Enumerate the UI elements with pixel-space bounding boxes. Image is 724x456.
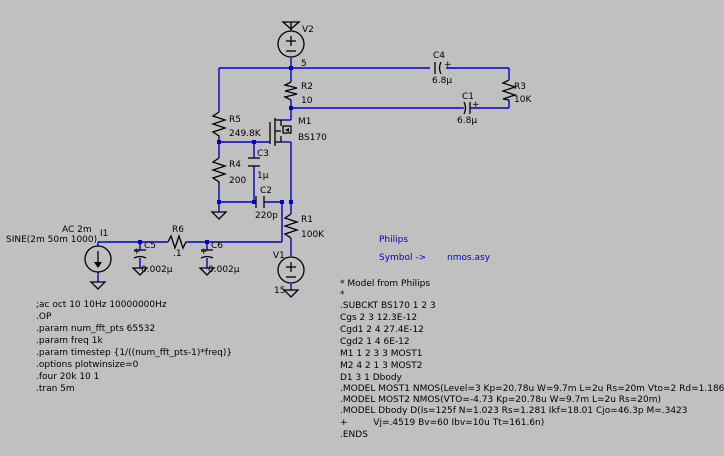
ground-r4 xyxy=(210,211,228,220)
m1-name: M1 xyxy=(298,117,312,127)
symbol-label: Symbol -> xyxy=(379,253,426,263)
r2-resistor[interactable] xyxy=(283,81,298,101)
model-line: Cgd2 1 4 6E-12 xyxy=(340,337,410,347)
model-line: * Model from Philips xyxy=(340,279,430,289)
i1-ac: AC 2m xyxy=(62,225,92,235)
spice-directives[interactable]: ;ac oct 10 10Hz 10000000Hz .OP .param nu… xyxy=(36,300,232,394)
model-line: Cgs 2 3 12.3E-12 xyxy=(340,313,417,323)
m1-value: BS170 xyxy=(298,133,327,143)
c2-name: C2 xyxy=(260,186,272,196)
r1-value: 100K xyxy=(301,230,325,240)
r5-name: R5 xyxy=(229,115,241,125)
r5-value: 249.8K xyxy=(229,129,262,139)
c5-name: C5 xyxy=(144,241,156,251)
v1-name: V1 xyxy=(273,251,285,261)
i1-current-source[interactable] xyxy=(84,245,112,290)
r3-resistor[interactable] xyxy=(500,79,518,101)
c3-name: C3 xyxy=(257,149,269,159)
v2-name: V2 xyxy=(302,25,314,35)
model-line: .ENDS xyxy=(340,430,368,440)
r5-resistor[interactable] xyxy=(210,111,228,140)
directive-line: .param timestep {1/((num_fft_pts-1)*freq… xyxy=(36,348,232,358)
model-line: Cgd1 2 4 27.4E-12 xyxy=(340,325,424,335)
v2-source[interactable] xyxy=(277,21,305,58)
directive-line: .options plotwinsize=0 xyxy=(36,360,139,370)
c1-value: 6.8μ xyxy=(457,116,477,126)
directive-line: .param freq 1k xyxy=(36,336,103,346)
v1-value: 15 xyxy=(274,286,285,296)
directive-line: .param num_fft_pts 65532 xyxy=(36,324,155,334)
r4-name: R4 xyxy=(229,160,241,170)
junction-dots xyxy=(138,66,293,244)
c4-value: 6.8μ xyxy=(432,76,452,86)
model-line: M1 1 2 3 3 MOST1 xyxy=(340,349,423,359)
net-label: 5 xyxy=(301,59,307,69)
r1-resistor[interactable] xyxy=(282,213,300,239)
model-line: .MODEL Dbody D(Is=125f N=1.023 Rs=1.281 … xyxy=(340,406,688,416)
c4-name: C4 xyxy=(433,51,445,61)
c4-plus: + xyxy=(444,60,452,70)
c2-value: 220p xyxy=(255,211,278,221)
c5-plus: + xyxy=(133,247,141,257)
c6-plus: + xyxy=(200,247,208,257)
c1-name: C1 xyxy=(462,92,474,102)
r4-value: 200 xyxy=(229,176,246,186)
c5-capacitor[interactable] xyxy=(131,249,149,276)
r3-name: R3 xyxy=(514,82,526,92)
r6-name: R6 xyxy=(172,225,184,235)
philips-label: Philips xyxy=(379,235,408,245)
model-line: .MODEL MOST2 NMOS(VTO=-4.73 Kp=20.78u W=… xyxy=(340,395,661,405)
c3-value: 1μ xyxy=(257,171,269,181)
c4-capacitor[interactable] xyxy=(434,61,442,75)
r4-resistor[interactable] xyxy=(210,157,228,186)
r1-name: R1 xyxy=(301,215,313,225)
model-line: .MODEL MOST1 NMOS(Level=3 Kp=20.78u W=9.… xyxy=(340,384,724,394)
r3-value: 10K xyxy=(514,95,532,105)
directive-line: .four 20k 10 1 xyxy=(36,372,99,382)
i1-sine: SINE(2m 50m 1000) xyxy=(6,235,97,245)
r2-value: 10 xyxy=(301,96,313,106)
r6-resistor[interactable] xyxy=(167,233,188,251)
i1-name: I1 xyxy=(100,229,108,239)
model-text-block[interactable]: * Model from Philips * .SUBCKT BS170 1 2… xyxy=(340,279,724,440)
directive-line: .tran 5m xyxy=(36,384,75,394)
model-line: * xyxy=(340,290,345,300)
model-line: + Vj=.4519 Bv=60 Ibv=10u Tt=161.6n) xyxy=(340,418,544,428)
model-line: M2 4 2 1 3 MOST2 xyxy=(340,361,423,371)
r2-name: R2 xyxy=(301,82,313,92)
v1-source[interactable] xyxy=(277,256,305,298)
c6-value: 0.002μ xyxy=(208,265,240,275)
model-line: .SUBCKT BS170 1 2 3 xyxy=(340,301,436,311)
c1-plus: + xyxy=(472,100,480,110)
model-line: D1 3 1 Dbody xyxy=(340,373,403,383)
r6-value: .1 xyxy=(173,249,182,259)
directive-line: ;ac oct 10 10Hz 10000000Hz xyxy=(36,300,167,310)
c3-capacitor[interactable] xyxy=(248,157,260,167)
c5-value: 0.002μ xyxy=(141,265,173,275)
directive-line: .OP xyxy=(36,312,52,322)
c1-capacitor[interactable] xyxy=(460,101,488,115)
c6-name: C6 xyxy=(211,241,223,251)
c6-capacitor[interactable] xyxy=(198,249,216,276)
c2-capacitor[interactable] xyxy=(255,196,265,208)
symbol-file: nmos.asy xyxy=(447,253,491,263)
m1-mosfet[interactable] xyxy=(269,118,292,146)
